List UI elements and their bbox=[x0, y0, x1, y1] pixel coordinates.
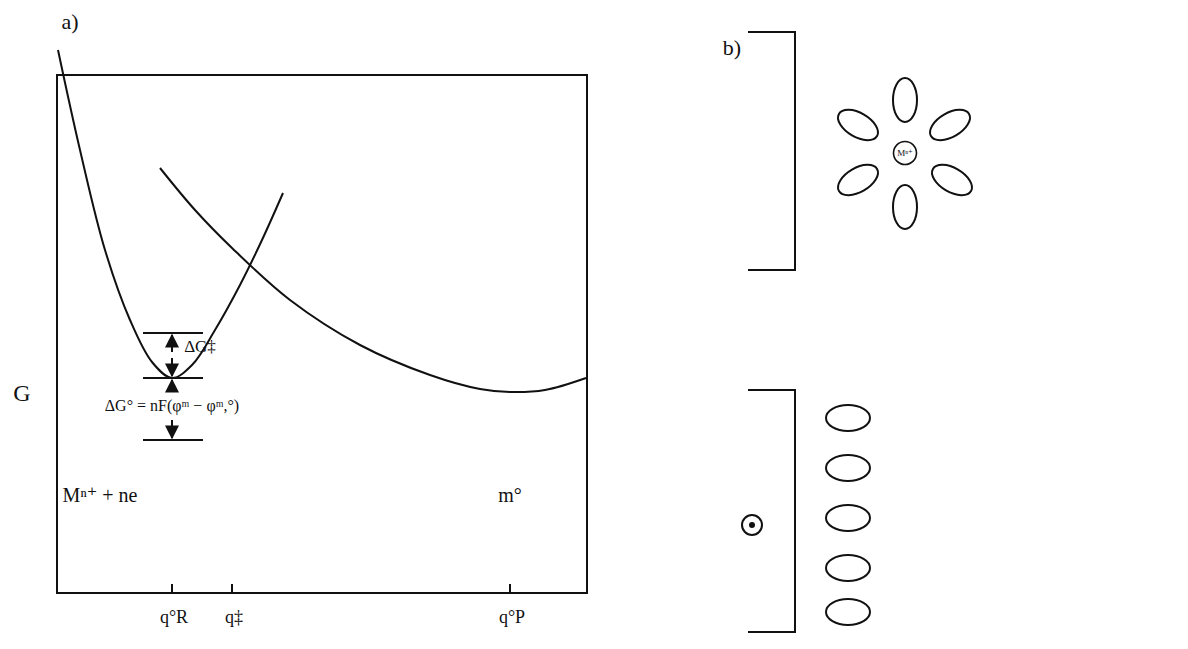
solvent-molecule bbox=[833, 104, 883, 147]
solvent-molecule bbox=[927, 159, 977, 202]
axis-tick bbox=[231, 584, 233, 593]
energy-level bbox=[143, 439, 203, 441]
energy-arrow bbox=[171, 380, 173, 392]
panel-label: b) bbox=[723, 37, 741, 59]
energy-label: ΔG‡ bbox=[184, 338, 216, 355]
solvent-molecule bbox=[826, 405, 870, 431]
axis-tick bbox=[509, 584, 511, 593]
solvent-molecule bbox=[826, 555, 870, 581]
ion-circle: Mⁿ⁺ bbox=[892, 140, 918, 166]
solvent-molecule bbox=[826, 599, 870, 625]
solvent-molecule bbox=[925, 104, 975, 147]
state-label: m° bbox=[498, 485, 522, 505]
tick-label: q‡ bbox=[225, 608, 243, 626]
electrode-bracket bbox=[748, 32, 795, 270]
energy-arrow bbox=[171, 420, 173, 438]
energy-arrow bbox=[171, 358, 173, 376]
state-label: Mⁿ⁺ + ne bbox=[63, 485, 138, 505]
solvent-molecule bbox=[826, 455, 870, 481]
energy-level bbox=[143, 332, 203, 334]
axis-label: G bbox=[13, 381, 30, 405]
ion-label: Mⁿ⁺ bbox=[892, 140, 918, 158]
metal-atom-dot bbox=[750, 523, 754, 527]
electrode-bracket bbox=[748, 390, 795, 632]
solvent-molecule bbox=[893, 185, 917, 229]
reactant-curve bbox=[58, 50, 283, 378]
solvent-molecule bbox=[833, 159, 883, 202]
solvent-molecule bbox=[826, 505, 870, 531]
panel-label: a) bbox=[61, 11, 78, 33]
product-curve bbox=[160, 168, 586, 392]
energy-arrow bbox=[171, 335, 173, 352]
metal-atom bbox=[742, 515, 762, 535]
axis-tick bbox=[171, 584, 173, 593]
solvent-molecule bbox=[893, 78, 917, 122]
tick-label: q°R bbox=[160, 608, 188, 626]
energy-label: ΔG° = nF(φᵐ − φᵐ,°) bbox=[105, 398, 239, 414]
tick-label: q°P bbox=[499, 608, 525, 626]
